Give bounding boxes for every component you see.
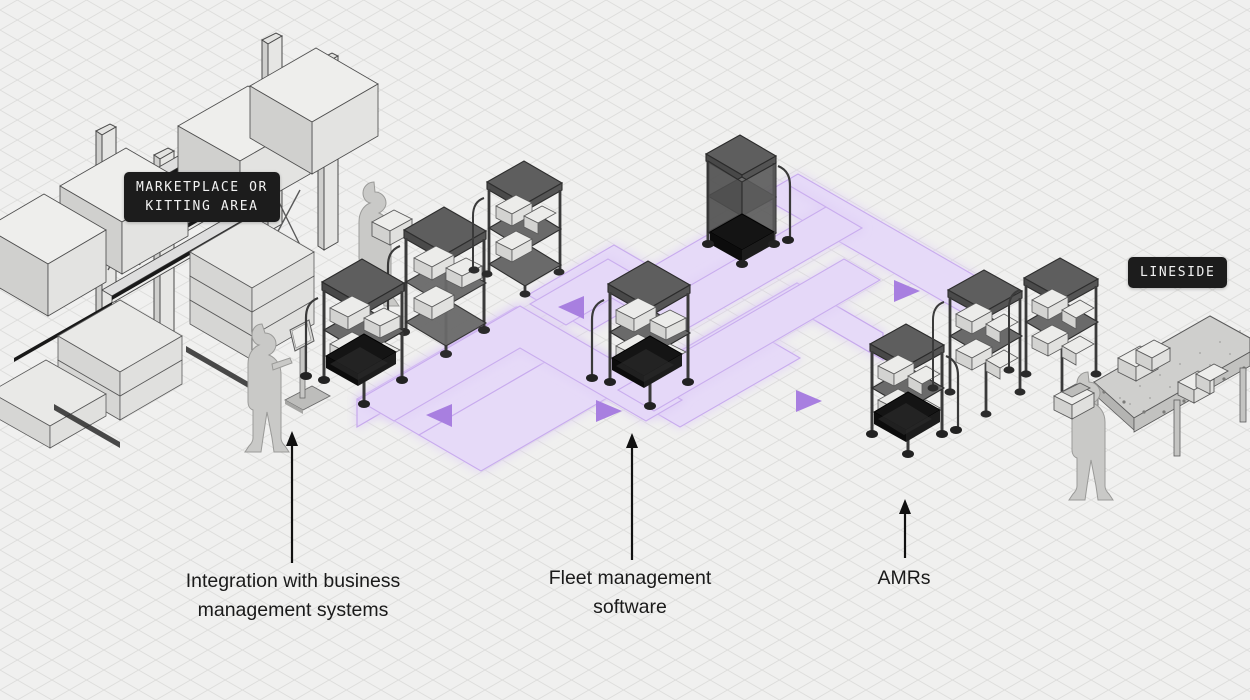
- callout-pointers: [286, 431, 911, 563]
- route-arrow-right-1: [596, 400, 622, 422]
- route-arrow-left-1: [558, 296, 584, 319]
- route-leftbound: [528, 185, 864, 336]
- pointer-fleet: [626, 433, 638, 560]
- caption-amrs: AMRs: [877, 567, 931, 589]
- amr-cart-loaded-center: [586, 260, 694, 410]
- lineside-conveyor: [1091, 315, 1250, 457]
- pointer-amrs: [899, 499, 911, 558]
- route-arrows: [426, 280, 920, 427]
- worker-carrying-box-right: [1053, 371, 1114, 501]
- amr-route-final: [356, 185, 882, 422]
- route-arrow-left-2: [426, 404, 452, 427]
- route-arrow-right-3: [894, 280, 920, 302]
- pointer-integration: [286, 431, 298, 563]
- worker-at-kiosk: [244, 323, 293, 453]
- badge-lineside: LINESIDE: [1128, 257, 1228, 288]
- amr-cart-empty-top: [702, 134, 794, 268]
- route-arrow-right-2: [796, 390, 822, 412]
- amr-robot-base: [324, 333, 398, 386]
- route-rightbound-diag: [616, 258, 882, 412]
- caption-fleet-management-software: Fleet management software: [548, 567, 712, 618]
- amr-robot-base: [610, 335, 684, 388]
- caption-integration-with-business-management-systems: Integration with business management sys…: [185, 570, 401, 621]
- amr-cart-loaded-left: [300, 258, 408, 408]
- amr-robot-base: [872, 391, 942, 442]
- badge-marketplace-kitting-area: MARKETPLACE OR KITTING AREA: [124, 172, 280, 222]
- amr-robot-base: [708, 213, 776, 262]
- route-rightbound: [356, 305, 684, 422]
- static-cart-3: [927, 269, 1026, 418]
- static-cart-2: [468, 160, 565, 298]
- amr-cart-loaded-right: [866, 323, 962, 458]
